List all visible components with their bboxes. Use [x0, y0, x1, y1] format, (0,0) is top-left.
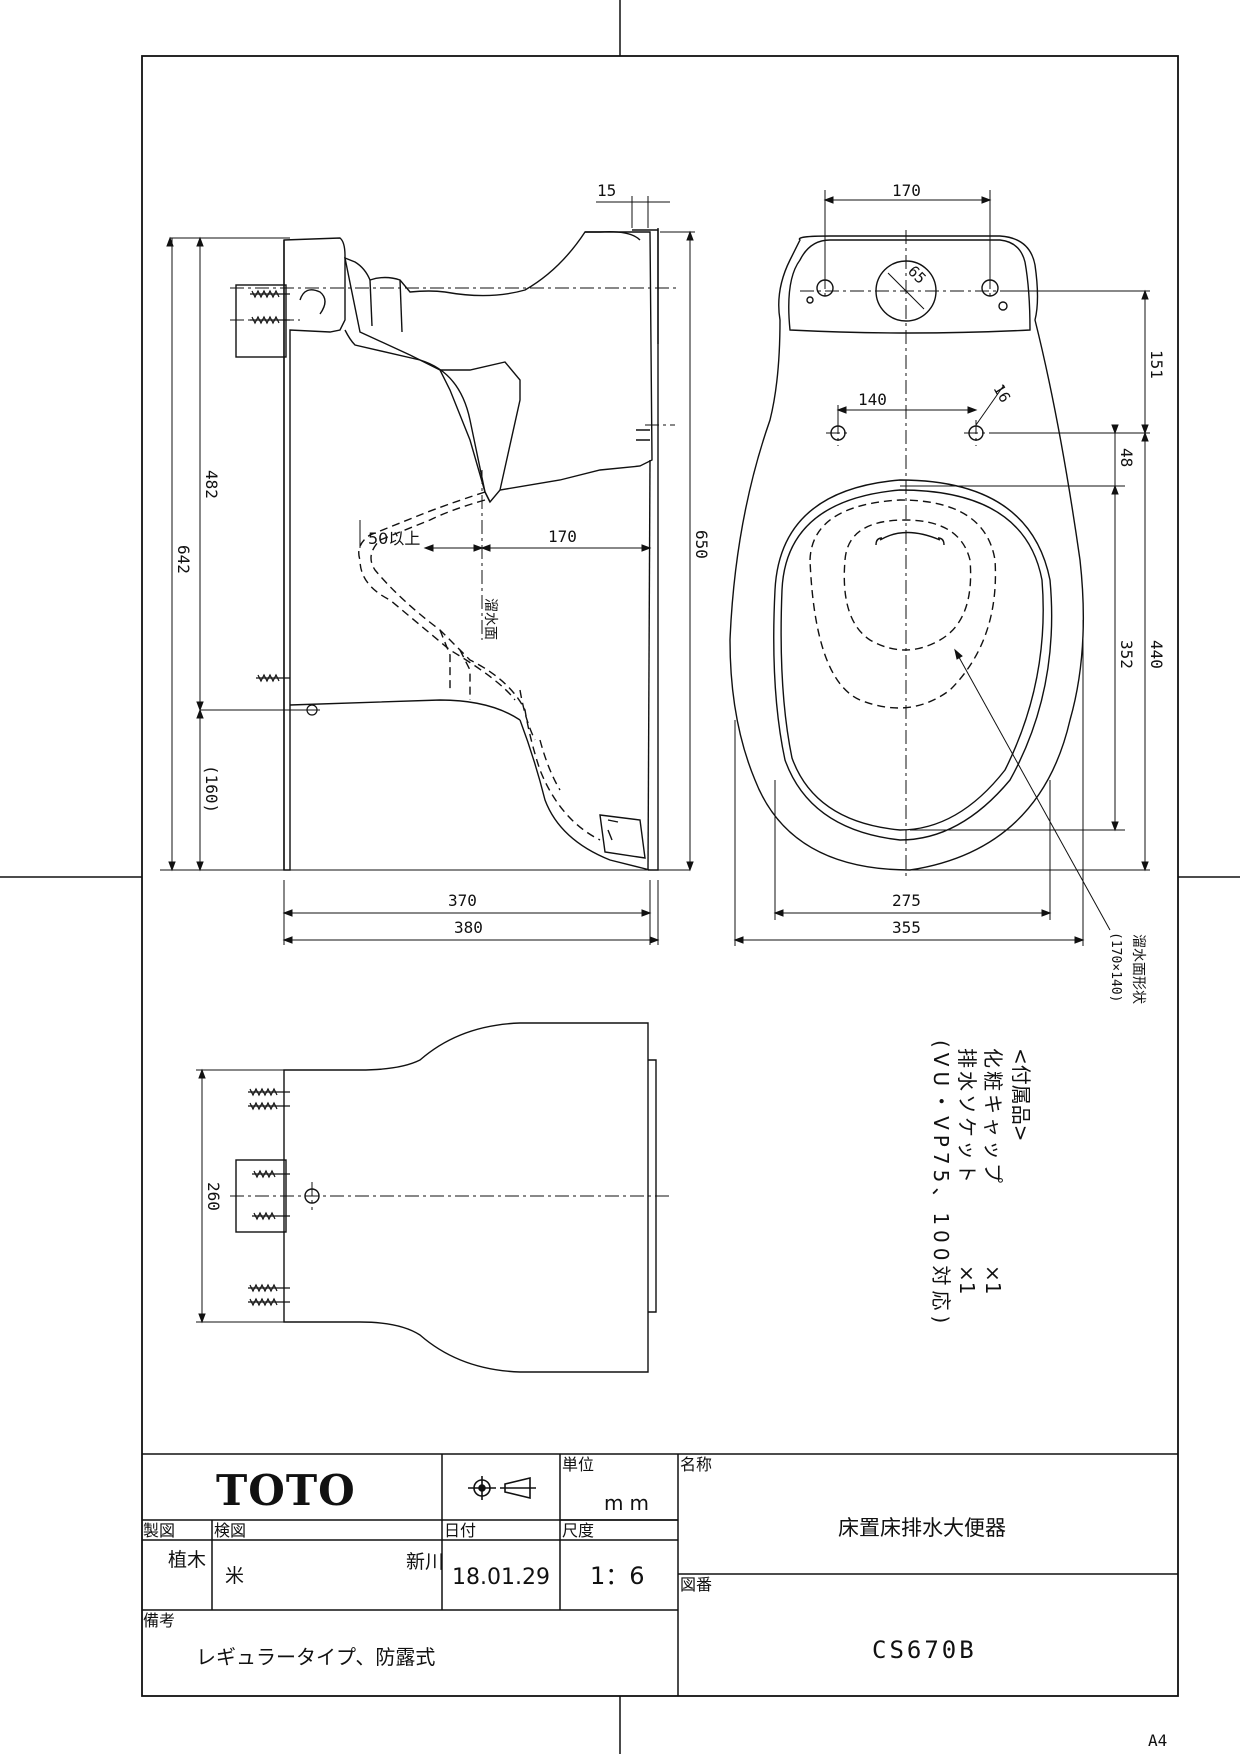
remarks-value: レギュラータイプ、防露式 [196, 1645, 435, 1669]
dim-355: 355 [892, 918, 921, 937]
dim-260: 260 [204, 1182, 223, 1211]
accessory-qty-1: ×1 [981, 1265, 1005, 1294]
drawing-number: CS670B [872, 1636, 977, 1664]
side-view-dimension-lines [160, 196, 695, 945]
drawing-frame [141, 55, 1179, 1697]
dim-275: 275 [892, 891, 921, 910]
accessories-heading: <付属品> [1009, 1048, 1033, 1142]
dim-15: 15 [597, 181, 616, 200]
dim-170-side: 170 [548, 527, 577, 546]
dim-650: 650 [692, 530, 711, 559]
back-view-centerline [230, 1182, 670, 1210]
side-view [235, 228, 659, 871]
accessory-item-1: 化粧キャップ [981, 1048, 1005, 1186]
dim-50-min: 50以上 [368, 529, 420, 548]
dim-352: 352 [1117, 640, 1136, 669]
water-surface-label: 溜水面 [482, 598, 498, 640]
dim-170-top: 170 [892, 181, 921, 200]
back-view-dimension-lines [196, 1068, 290, 1324]
check-value-1: 米 [225, 1565, 244, 1587]
dim-370: 370 [448, 891, 477, 910]
name-label: 名称 [680, 1455, 712, 1474]
side-view-dimension-labels: 15 482 642 650 (160) 50以上 170 溜水面 370 38… [174, 181, 711, 937]
top-view-dimension-lines [733, 190, 1150, 946]
water-shape-size: (170×140) [1108, 932, 1123, 1002]
accessory-note: (VU・VP75、100対応) [929, 1040, 953, 1328]
scale-value: 1：6 [590, 1562, 645, 1590]
dim-642: 642 [174, 545, 193, 574]
number-label: 図番 [680, 1575, 712, 1594]
date-label: 日付 [444, 1521, 476, 1540]
drawn-label: 製図 [143, 1521, 175, 1540]
check-label: 検図 [214, 1521, 246, 1540]
back-view [235, 1022, 657, 1373]
remarks-label: 備考 [143, 1611, 175, 1630]
top-view [729, 235, 1085, 871]
projection-symbol-icon [468, 1476, 536, 1500]
product-name: 床置床排水大便器 [838, 1516, 1006, 1540]
title-block [142, 1453, 1178, 1696]
water-shape-label: 溜水面形状 [1130, 934, 1146, 1004]
scale-label: 尺度 [562, 1521, 594, 1540]
top-view-dimension-labels: 170 65 140 16 151 48 352 440 275 355 溜水面… [858, 181, 1166, 1004]
dim-48: 48 [1117, 448, 1136, 467]
brand-logo: TOTO [216, 1466, 356, 1515]
dim-151: 151 [1147, 350, 1166, 379]
accessory-qty-2: ×1 [955, 1265, 979, 1294]
date-value: 18.01.29 [452, 1565, 550, 1590]
dim-65: 65 [904, 262, 930, 288]
drawn-value: 植木 [168, 1549, 206, 1571]
paper-size: A4 [1148, 1731, 1167, 1750]
dim-16: 16 [990, 381, 1015, 406]
unit-value: mm [604, 1491, 655, 1515]
unit-label: 単位 [562, 1455, 594, 1474]
check-value-2: 新川 [406, 1551, 444, 1573]
top-view-centerlines [800, 230, 1020, 880]
dim-380: 380 [454, 918, 483, 937]
dim-140: 140 [858, 390, 887, 409]
accessories-note: <付属品> 化粧キャップ ×1 排水ソケット ×1 (VU・VP75、100対応… [929, 1040, 1033, 1328]
dim-482: 482 [202, 470, 221, 499]
dim-160: (160) [202, 765, 221, 813]
dim-440: 440 [1147, 640, 1166, 669]
accessory-item-2: 排水ソケット [955, 1048, 979, 1186]
side-view-centerlines [230, 287, 680, 640]
